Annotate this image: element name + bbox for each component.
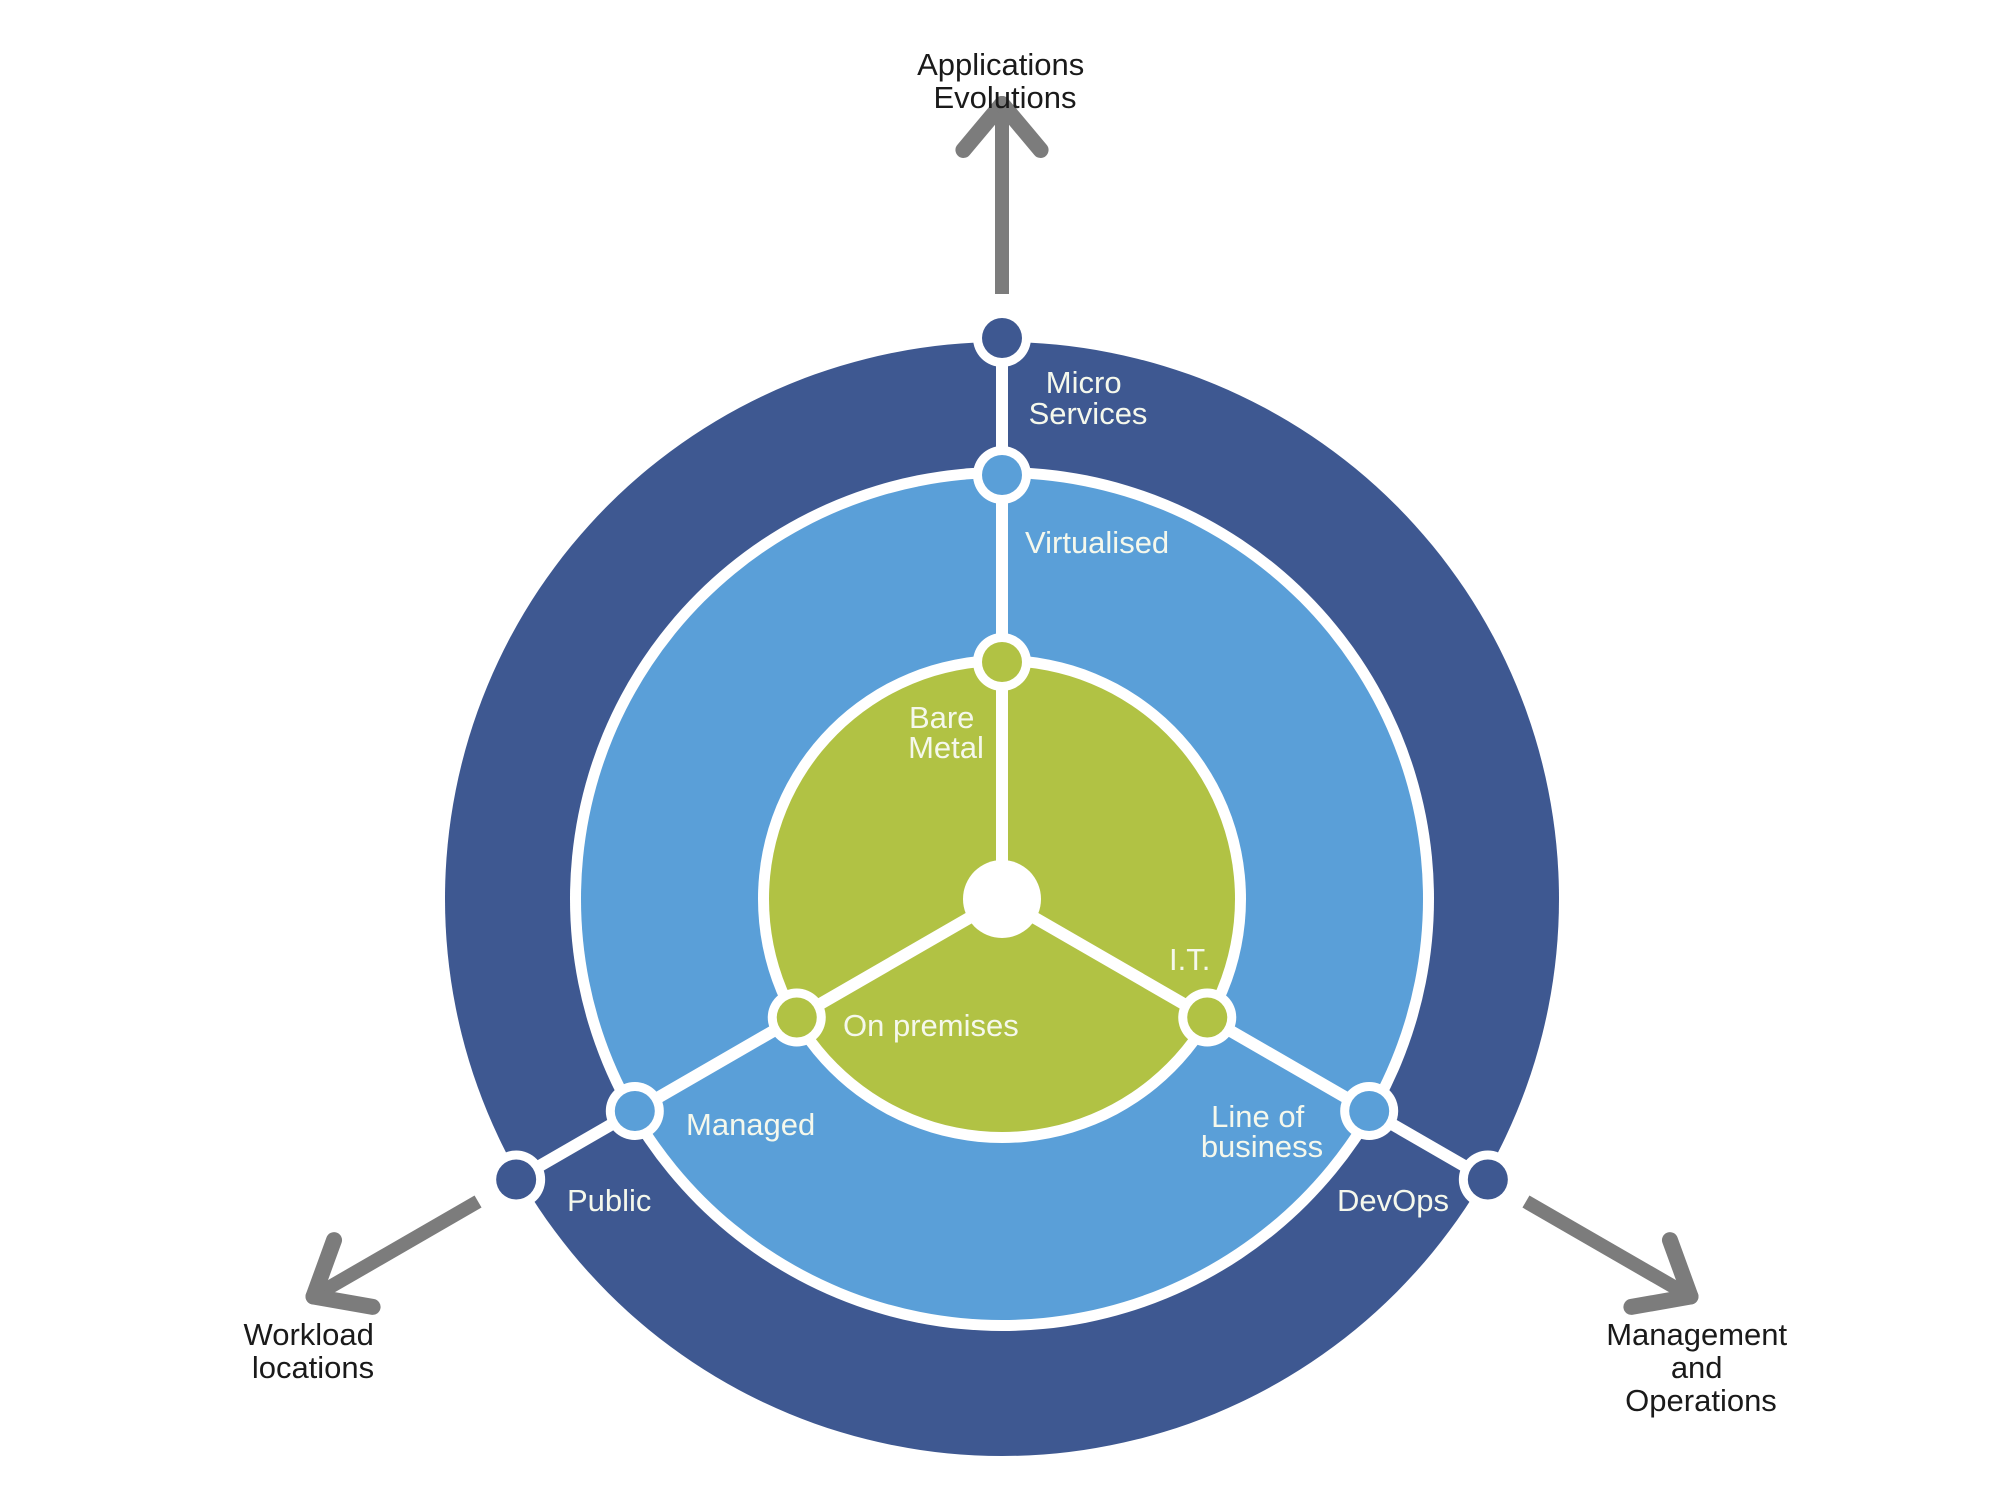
- axis-label-operations: Operations: [1625, 1383, 1777, 1418]
- node-outer-top: [982, 318, 1022, 358]
- arrow-head: [1661, 1232, 1699, 1305]
- axis-label-workload: Workload: [244, 1317, 374, 1352]
- axis-label-and: and: [1671, 1350, 1723, 1385]
- arrow-head: [994, 96, 1049, 158]
- label-it: I.T.: [1169, 942, 1210, 977]
- arrow-left: [305, 1195, 482, 1315]
- axis-label-evolutions: Evolutions: [933, 80, 1076, 115]
- arrow-head: [305, 1232, 343, 1305]
- label-on-premises: On premises: [843, 1008, 1019, 1043]
- spoke-right: [999, 893, 1490, 1185]
- axis-arrows: [305, 96, 1699, 1315]
- label-bare: Bare: [909, 700, 974, 735]
- center-hub: [963, 860, 1041, 938]
- node-inner-left: [776, 997, 817, 1038]
- label-micro-services: Micro Services: [1029, 365, 1148, 431]
- node-middle-right: [1349, 1091, 1390, 1131]
- spoke-left: [514, 893, 1005, 1185]
- label-services: Services: [1029, 396, 1148, 431]
- label-micro: Micro: [1046, 365, 1122, 400]
- arrow-right: [1522, 1195, 1699, 1315]
- label-line-of: Line of: [1211, 1099, 1304, 1134]
- node-outer-right: [1467, 1159, 1508, 1200]
- node-inner-top: [982, 642, 1022, 682]
- axis-label-management: Management: [1606, 1317, 1787, 1352]
- spokes: [514, 339, 1490, 1185]
- arrow-shaft: [310, 1195, 482, 1303]
- axis-label-workload-locations: Workload locations: [244, 1317, 383, 1385]
- label-metal: Metal: [908, 730, 984, 765]
- axis-label-applications-evolutions: Applications Evolutions: [917, 47, 1093, 115]
- label-managed: Managed: [686, 1107, 815, 1142]
- label-bare-metal: Bare Metal: [908, 700, 984, 765]
- arrow-head: [1623, 1288, 1699, 1315]
- arrow-head: [955, 96, 1010, 158]
- arrow-top: [955, 96, 1049, 294]
- axis-label-locations: locations: [252, 1350, 374, 1385]
- label-virtualised: Virtualised: [1025, 525, 1169, 560]
- node-outer-left: [496, 1159, 537, 1200]
- label-business: business: [1201, 1129, 1323, 1164]
- axis-label-applications: Applications: [917, 47, 1084, 82]
- node-inner-right: [1187, 997, 1228, 1038]
- axis-label-management-operations: Management and Operations: [1606, 1317, 1796, 1418]
- ring-nodes: [487, 309, 1517, 1209]
- label-devops: DevOps: [1337, 1183, 1449, 1218]
- node-middle-left: [614, 1091, 655, 1131]
- arrow-shaft: [1522, 1195, 1694, 1303]
- label-line-of-business: Line of business: [1201, 1099, 1323, 1164]
- arrow-head: [305, 1288, 381, 1315]
- label-public: Public: [567, 1183, 651, 1218]
- node-middle-top: [982, 455, 1022, 495]
